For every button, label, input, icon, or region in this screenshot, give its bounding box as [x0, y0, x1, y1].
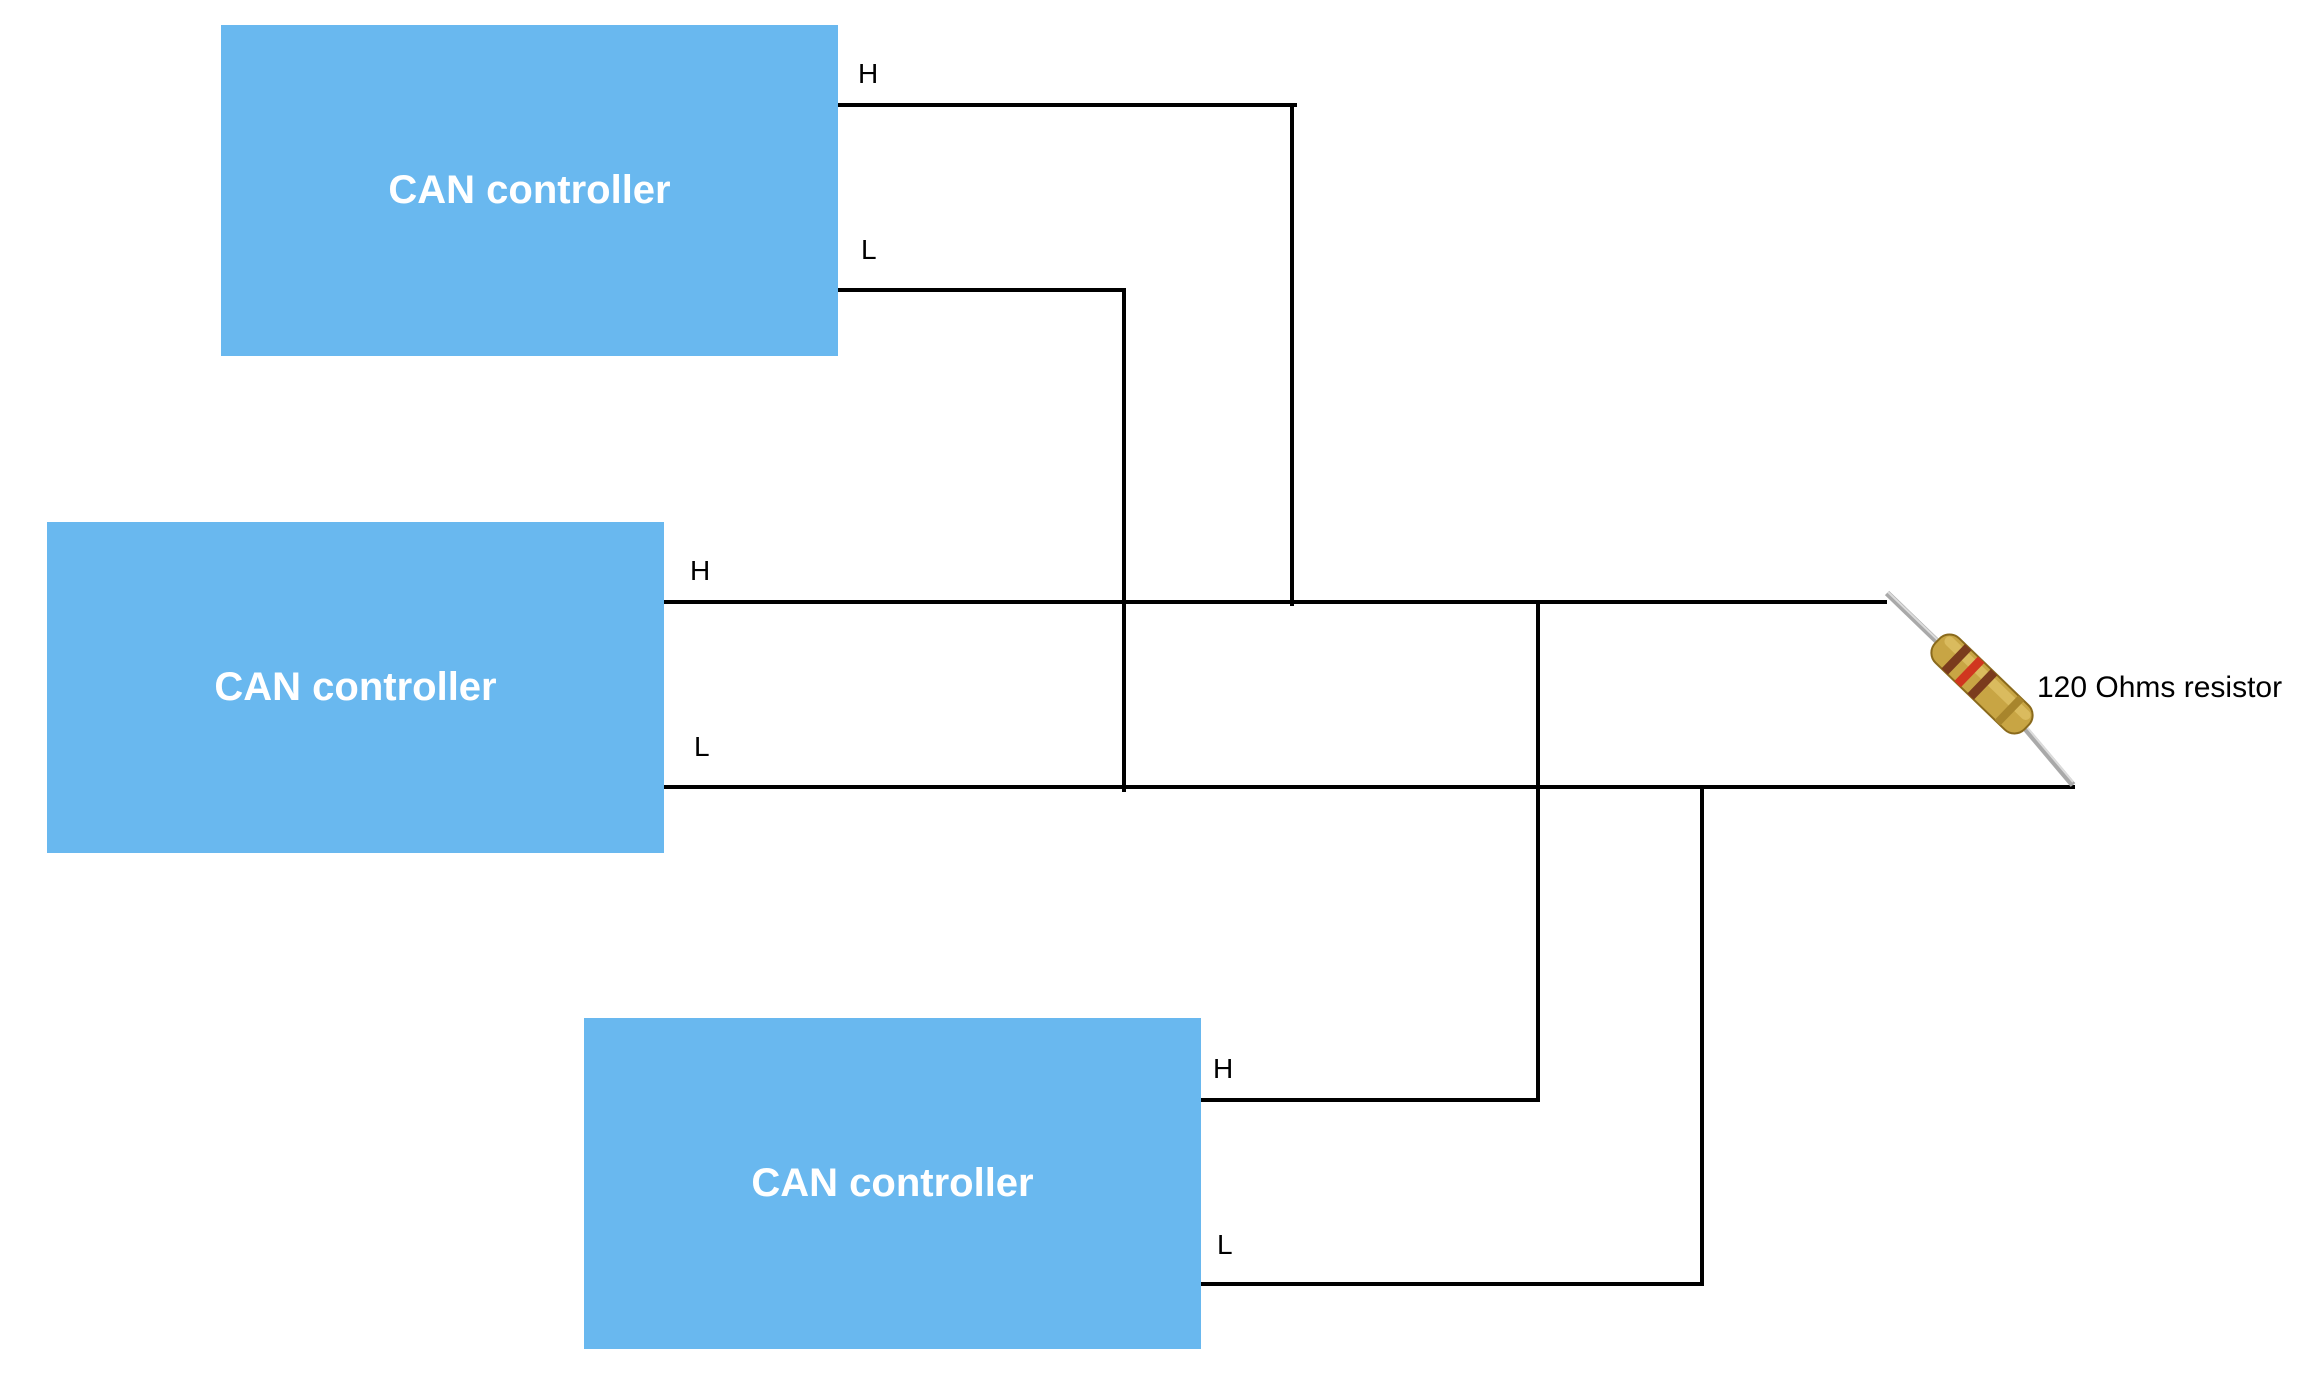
wires	[662, 103, 2075, 1286]
resistor-band-4	[1994, 695, 2025, 726]
resistor-icon	[1884, 590, 2076, 787]
can-controller-bottom-pin-l: L	[1217, 1229, 1233, 1260]
can-controller-middle-pin-h: H	[690, 555, 711, 586]
can-controller-top-pin-h: H	[858, 58, 879, 89]
resistor-lead-top	[1884, 590, 1947, 651]
can-controller-top-label: CAN controller	[388, 168, 671, 212]
resistor-band-2	[1954, 656, 1985, 688]
can-controller-top: CAN controller	[221, 25, 838, 356]
resistor-band-3	[1967, 668, 1998, 700]
can-controller-bottom: CAN controller	[584, 1018, 1201, 1349]
resistor-lead-bottom	[2016, 719, 2076, 787]
can-controller-bottom-label: CAN controller	[751, 1161, 1034, 1205]
can-controller-middle-label: CAN controller	[214, 665, 497, 709]
can-controller-middle-pin-l: L	[694, 731, 710, 762]
resistor-band-1	[1941, 643, 1972, 675]
can-controller-top-pin-l: L	[861, 234, 877, 265]
can-controller-bottom-pin-h: H	[1213, 1053, 1234, 1084]
can-controller-middle: CAN controller	[47, 522, 664, 853]
resistor-label: 120 Ohms resistor	[2037, 671, 2283, 704]
